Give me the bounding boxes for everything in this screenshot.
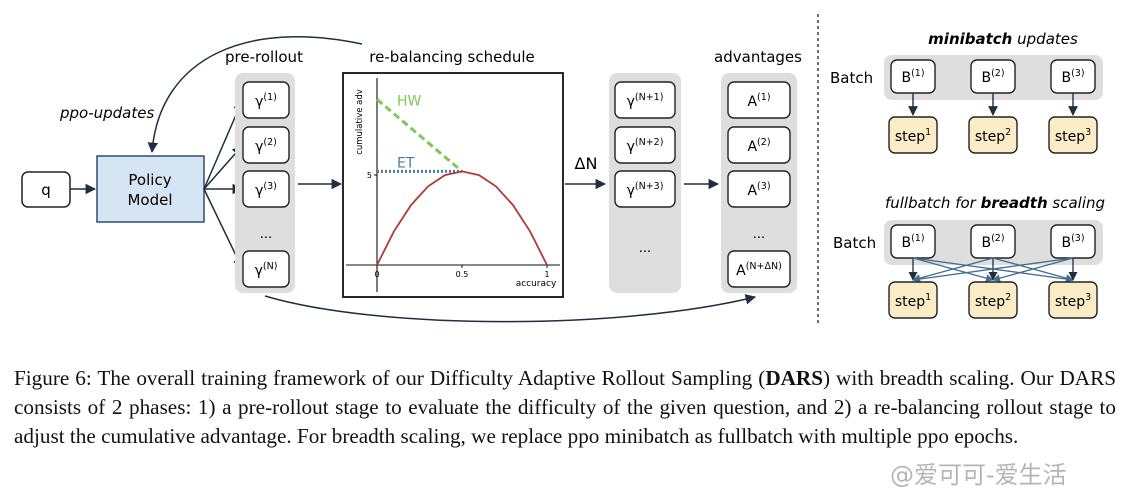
advantage-item-box <box>727 126 791 164</box>
advantage-item-box <box>727 81 791 119</box>
fullbatch-title: fullbatch for breadth scaling <box>885 194 1105 212</box>
delta-n-label: ΔN <box>575 154 598 173</box>
advantages-title: advantages <box>714 48 802 66</box>
advantage-item-label: A(N+ΔN) <box>736 261 782 279</box>
minibatch-step-box <box>968 116 1018 154</box>
pre-rollout-item-box <box>242 250 290 288</box>
chart-x-tick-label: 0.5 <box>456 270 469 279</box>
pre-rollout-item-label: γ(N) <box>255 261 278 279</box>
advantage-item-label: A(2) <box>747 137 770 155</box>
fullbatch-step-label: step1 <box>895 292 931 310</box>
chart-series-label: ET <box>397 155 415 171</box>
extra-rollout-item-box <box>614 170 676 208</box>
pre-rollout-title: pre-rollout <box>225 48 303 66</box>
chart-y-tick-label: 5 <box>367 171 372 180</box>
pre-rollout-item-label: γ(2) <box>255 137 277 155</box>
watermark-text: @爱可可-爱生活 <box>890 461 1067 489</box>
fullbatch-batch-label: B(1) <box>901 233 924 251</box>
fullbatch-cross-arrow <box>992 257 1074 282</box>
chart-ylabel: cumulative adv <box>355 89 365 155</box>
caption-part2: ) with breadth scaling. Our DARS consist… <box>14 366 1116 448</box>
policy-model-label-line1: Policy <box>128 171 171 189</box>
pre-rollout-item-box <box>242 126 290 164</box>
fullbatch-batch-label: B(2) <box>981 233 1004 251</box>
minibatch-step-label: step2 <box>975 127 1011 145</box>
minibatch-batch-label: B(2) <box>981 68 1004 86</box>
caption-bold: DARS <box>765 366 823 390</box>
advantage-item-box <box>727 170 791 208</box>
fullbatch-cross-arrow <box>912 257 994 282</box>
advantage-item-label: A(3) <box>747 181 770 199</box>
rollout-to-advantages-curve <box>264 294 757 323</box>
chart-frame <box>342 72 564 298</box>
framework-diagram: q Policy Model ppo-updates pre-rollout γ… <box>21 14 1105 326</box>
minibatch-step-label: step3 <box>1055 127 1091 145</box>
ppo-updates-label: ppo-updates <box>59 104 154 122</box>
chart-xlabel: accuracy <box>516 279 557 289</box>
extra-rollout-item-label: γ(N+3) <box>627 181 664 199</box>
fullbatch-step-box <box>968 281 1018 319</box>
extra-rollout-item-label: γ(N+2) <box>627 137 664 155</box>
fullbatch-cross-arrow <box>912 257 1074 283</box>
rebalancing-title: re-balancing schedule <box>369 48 535 66</box>
fullbatch-step-label: step3 <box>1055 292 1091 310</box>
query-label: q <box>41 181 51 199</box>
minibatch-title: minibatch updates <box>928 30 1078 48</box>
caption-part1: Figure 6: The overall training framework… <box>14 366 766 390</box>
minibatch-step-box <box>888 116 938 154</box>
policy-model-label-line2: Model <box>127 191 172 209</box>
minibatch-batch-label: B(3) <box>1061 68 1084 86</box>
minibatch-step-label: step1 <box>895 127 931 145</box>
pre-rollout-item-ellipsis: ... <box>260 227 272 242</box>
fullbatch-step-box <box>888 281 938 319</box>
fullbatch-batch-label: Batch <box>833 234 876 252</box>
chart-series-label: HW <box>397 93 422 109</box>
pre-rollout-item-label: γ(3) <box>255 181 277 199</box>
extra-rollout-item-ellipsis: ... <box>639 241 651 256</box>
pre-rollout-item-label: γ(1) <box>255 92 277 110</box>
chart-x-tick-label: 0 <box>374 270 379 279</box>
pre-rollout-item-box <box>242 81 290 119</box>
fullbatch-batch-label: B(3) <box>1061 233 1084 251</box>
fullbatch-step-label: step2 <box>975 292 1011 310</box>
chart-x-tick-label: 1 <box>544 270 549 279</box>
fullbatch-step-box <box>1048 281 1098 319</box>
advantage-item-box <box>727 250 791 288</box>
chart-series-line <box>376 170 548 266</box>
extra-rollout-item-box <box>614 126 676 164</box>
figure-caption: Figure 6: The overall training framework… <box>14 364 1116 451</box>
minibatch-batch-label: B(1) <box>901 68 924 86</box>
policy-model-box <box>96 155 205 223</box>
ppo-updates-arrow <box>147 36 363 154</box>
minibatch-step-box <box>1048 116 1098 154</box>
chart-series-line <box>376 98 463 173</box>
minibatch-batch-label: Batch <box>830 69 873 87</box>
extra-rollout-item-label: γ(N+1) <box>627 92 664 110</box>
advantage-item-ellipsis: ... <box>753 227 765 242</box>
extra-rollout-item-box <box>614 81 676 119</box>
advantage-item-label: A(1) <box>747 92 770 110</box>
pre-rollout-item-box <box>242 170 290 208</box>
